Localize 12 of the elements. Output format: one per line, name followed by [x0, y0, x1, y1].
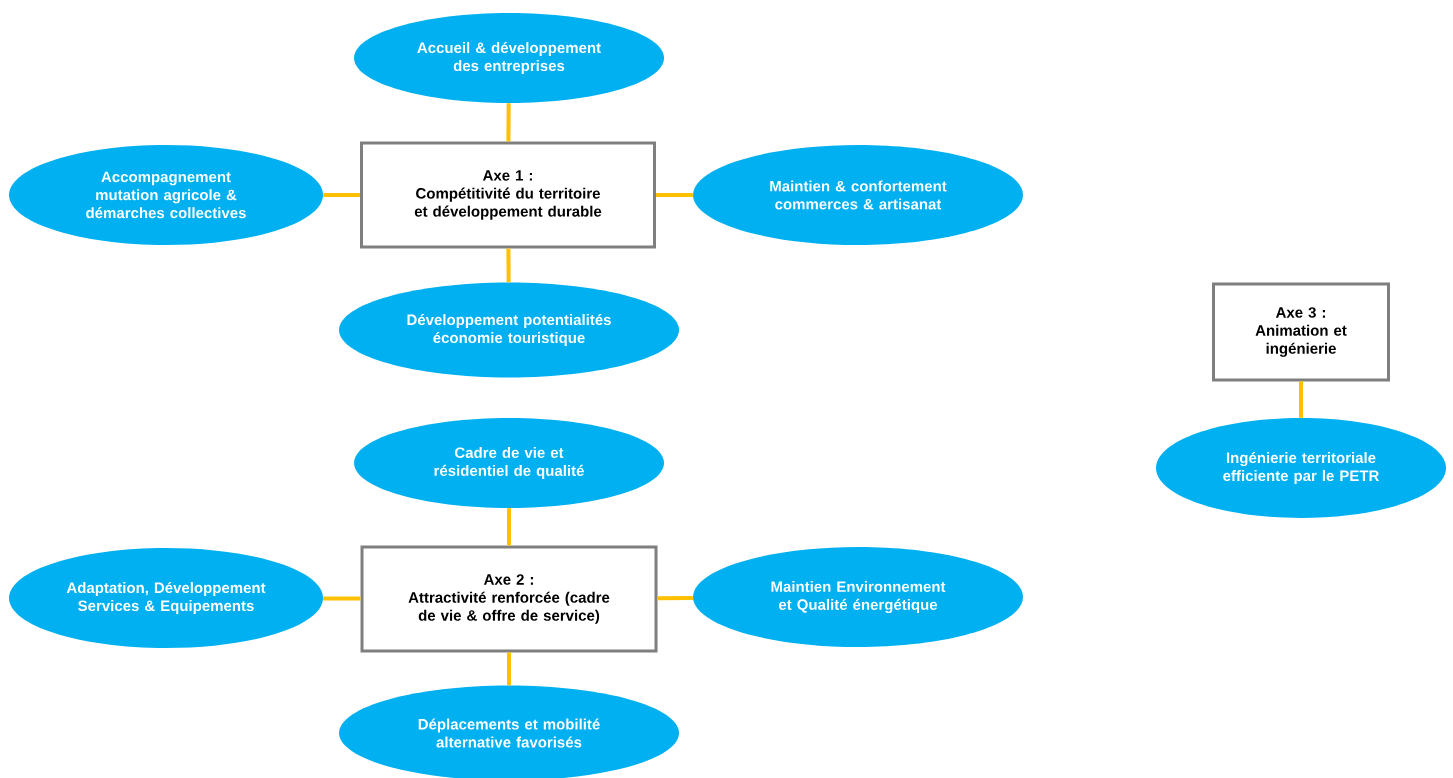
connector-line [657, 595, 693, 601]
axis-box: Axe 3 : Animation et ingénierie [1212, 282, 1390, 382]
connector-line [506, 103, 511, 142]
connector-line [323, 596, 361, 601]
connector-line [506, 248, 511, 283]
connector-line [323, 193, 360, 197]
connector-line [1299, 381, 1303, 418]
connector-line [507, 508, 511, 546]
connector-line [656, 193, 693, 197]
axis-box: Axe 1 : Compétitivité du territoire et développement durable [360, 141, 656, 249]
axis-box: Axe 2 : Attractivité renforcée (cadre de vie & offre de service) [360, 545, 658, 653]
connector-line [507, 652, 511, 686]
